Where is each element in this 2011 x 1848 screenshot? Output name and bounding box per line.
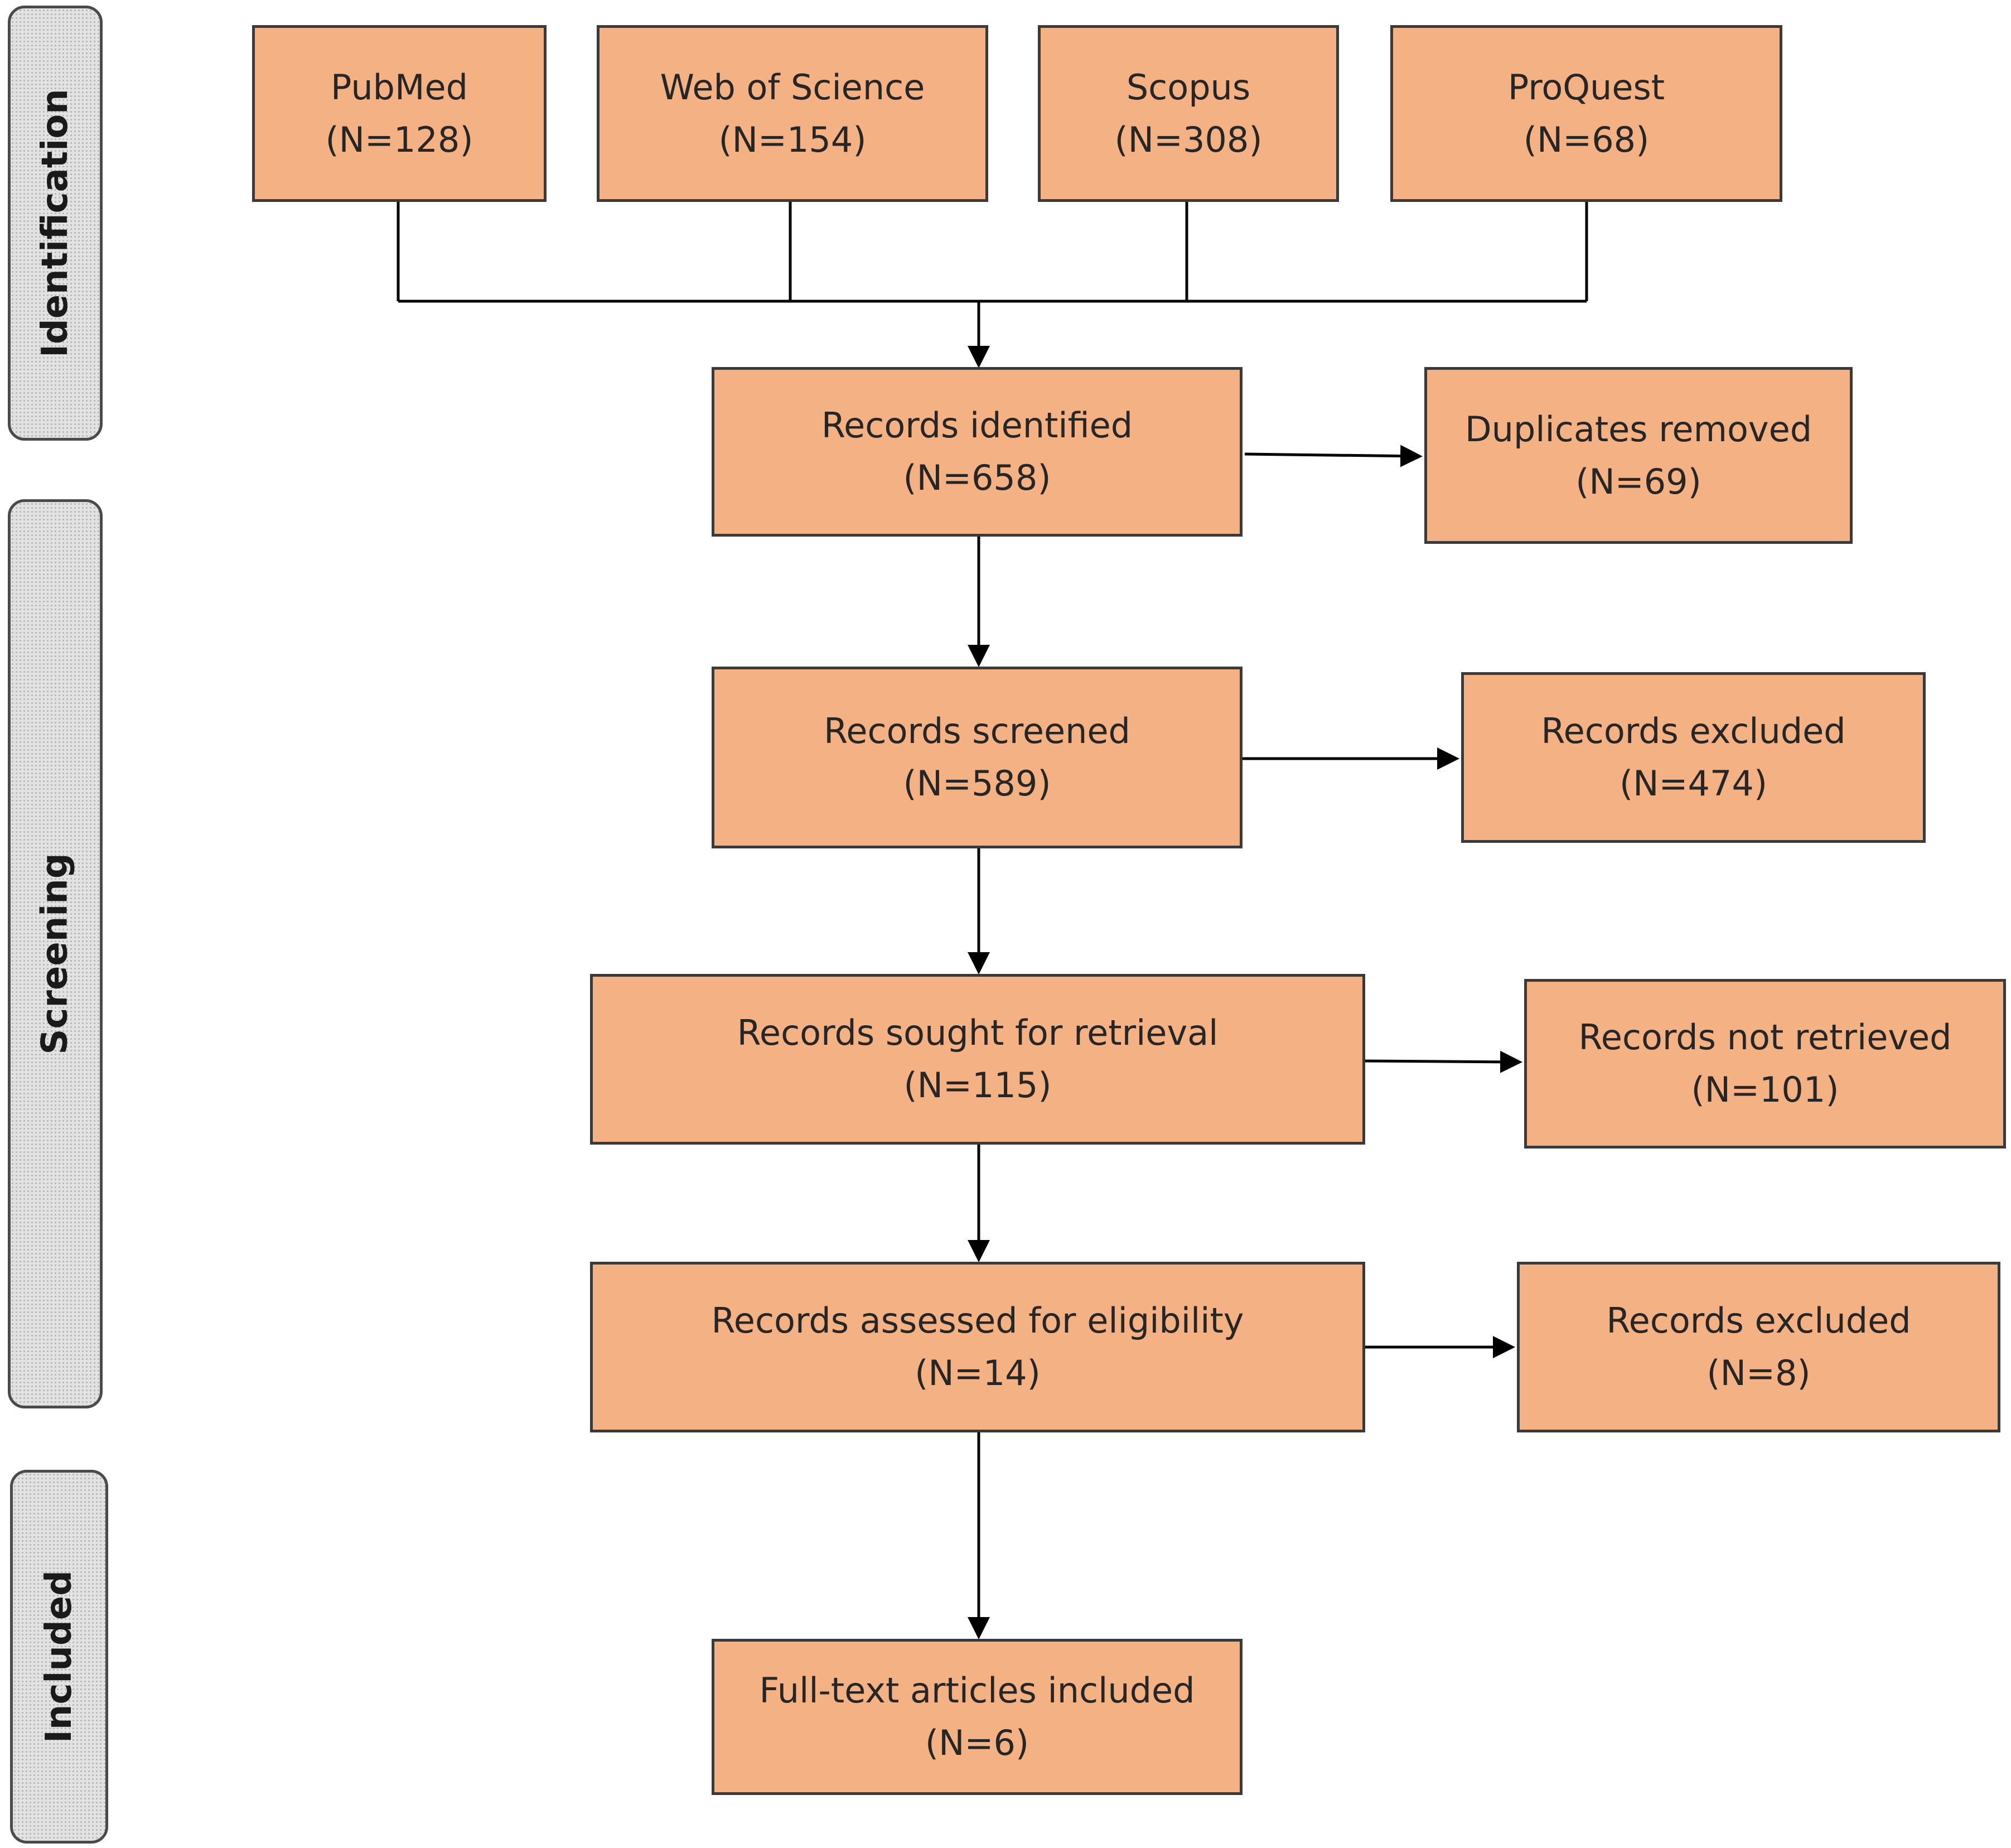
records-sought-label: Records sought for retrieval: [737, 1012, 1219, 1053]
phase-included: Included: [10, 1470, 108, 1844]
arrow-to-records-not-retrieved: [1365, 1050, 1522, 1073]
phase-identification-label: Identification: [35, 89, 76, 358]
records-not-retrieved-label: Records not retrieved: [1578, 1017, 1952, 1058]
phase-included-label: Included: [38, 1570, 80, 1743]
duplicates-removed-count: (N=69): [1575, 461, 1701, 502]
records-identified-count: (N=658): [903, 457, 1051, 498]
source-count: (N=128): [325, 119, 473, 160]
records-excluded-screening-box: Records excluded (N=474): [1461, 672, 1926, 843]
phase-screening-label: Screening: [35, 853, 76, 1055]
records-sought-box: Records sought for retrieval (N=115): [590, 974, 1365, 1145]
records-not-retrieved-count: (N=101): [1691, 1069, 1839, 1110]
source-name: Web of Science: [660, 66, 925, 108]
articles-included-box: Full-text articles included (N=6): [712, 1639, 1243, 1795]
records-identified-label: Records identified: [821, 405, 1133, 446]
records-screened-count: (N=589): [903, 763, 1051, 804]
records-screened-box: Records screened (N=589): [712, 667, 1243, 848]
records-identified-box: Records identified (N=658): [712, 367, 1243, 537]
source-name: PubMed: [331, 66, 468, 108]
records-assessed-label: Records assessed for eligibility: [711, 1300, 1244, 1341]
records-assessed-count: (N=14): [915, 1353, 1041, 1393]
articles-included-label: Full-text articles included: [759, 1670, 1195, 1711]
records-excluded-screening-label: Records excluded: [1541, 711, 1846, 751]
source-proquest-box: ProQuest (N=68): [1390, 25, 1782, 202]
records-screened-label: Records screened: [824, 711, 1130, 751]
duplicates-removed-box: Duplicates removed (N=69): [1424, 367, 1853, 544]
duplicates-removed-label: Duplicates removed: [1464, 408, 1812, 450]
records-assessed-box: Records assessed for eligibility (N=14): [590, 1262, 1365, 1432]
records-not-retrieved-box: Records not retrieved (N=101): [1524, 979, 2006, 1149]
source-count: (N=308): [1114, 119, 1263, 160]
source-name: ProQuest: [1507, 66, 1665, 108]
source-name: Scopus: [1126, 66, 1251, 108]
source-scopus-box: Scopus (N=308): [1038, 25, 1339, 202]
records-sought-count: (N=115): [903, 1065, 1052, 1106]
phase-screening: Screening: [8, 499, 103, 1408]
source-pubmed-box: PubMed (N=128): [252, 25, 547, 202]
records-excluded-screening-count: (N=474): [1619, 763, 1768, 804]
phase-identification: Identification: [8, 6, 103, 441]
source-count: (N=68): [1523, 119, 1650, 160]
records-excluded-eligibility-box: Records excluded (N=8): [1517, 1262, 2000, 1432]
source-web-of-science-box: Web of Science (N=154): [597, 25, 988, 202]
source-count: (N=154): [718, 119, 867, 160]
records-excluded-eligibility-count: (N=8): [1707, 1353, 1811, 1393]
articles-included-count: (N=6): [925, 1722, 1029, 1763]
records-excluded-eligibility-label: Records excluded: [1606, 1300, 1911, 1341]
arrow-to-duplicates-removed: [1244, 445, 1423, 467]
